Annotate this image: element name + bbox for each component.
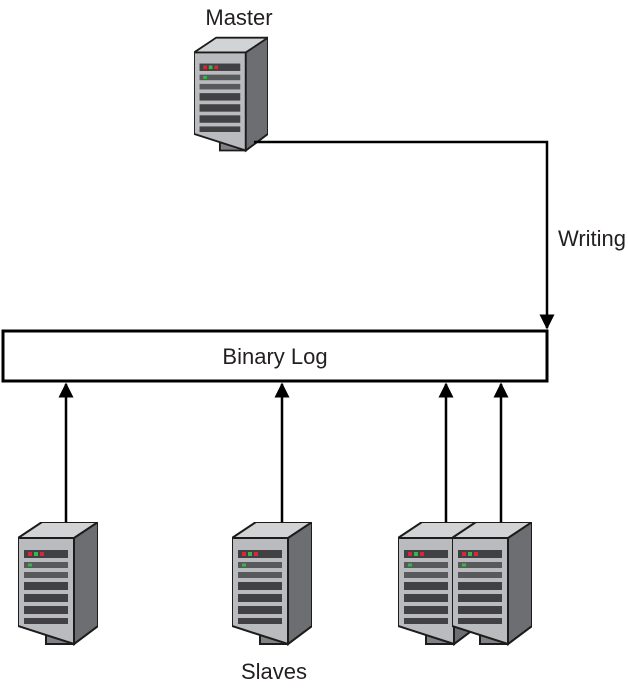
slave-server-icon-4 [452, 522, 532, 645]
writing-connector [254, 140, 555, 330]
master-label: Master [205, 5, 272, 30]
binary-log-label: Binary Log [222, 344, 327, 369]
binary-log-box [1, 329, 549, 383]
slave-server-icon-2 [232, 522, 312, 645]
writing-label: Writing [558, 226, 626, 251]
slaves-label: Slaves [241, 659, 307, 684]
slave-server-icon-1 [18, 522, 98, 645]
master-server-icon [194, 36, 268, 152]
